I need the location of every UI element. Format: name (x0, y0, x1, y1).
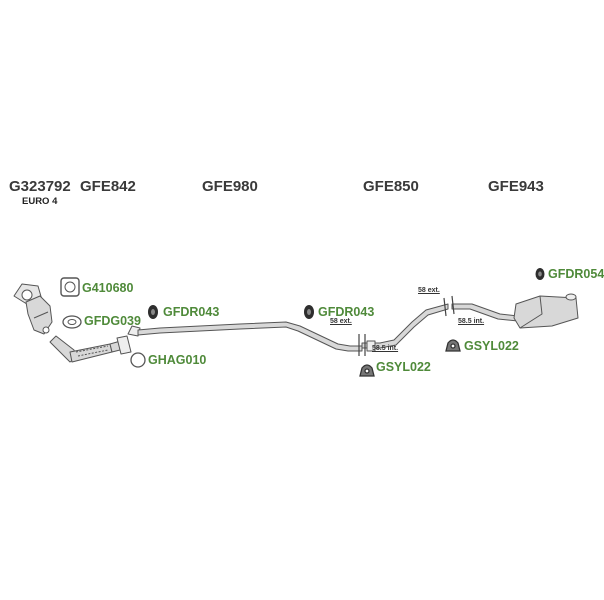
part-label-gfdr043-1[interactable]: GFDR043 (163, 305, 220, 319)
part-label-gsyl022-1[interactable]: GSYL022 (376, 360, 431, 374)
square-gasket-icon (60, 277, 80, 297)
euro-standard-label: EURO 4 (22, 196, 58, 207)
rear-silencer-part (451, 293, 579, 329)
ring-gasket-icon (62, 315, 82, 329)
dimension-label-1: 58 ext. (330, 318, 352, 325)
part-label-gfdr043-2[interactable]: GFDR043 (318, 305, 375, 319)
part-label-g410680[interactable]: G410680 (82, 281, 134, 295)
dimension-label-3: 58 ext. (418, 287, 440, 294)
part-label-gfdg039[interactable]: GFDG039 (84, 314, 141, 328)
part-label-ghag010[interactable]: GHAG010 (148, 353, 207, 367)
catalyst-part (13, 283, 53, 335)
centre-pipe-code: GFE850 (363, 178, 419, 195)
part-label-gfdr054[interactable]: GFDR054 (548, 267, 604, 281)
hanger-ring-icon (130, 352, 146, 368)
centre-pipe-part (361, 303, 449, 352)
clamp-icon-1 (359, 364, 375, 377)
front-pipe-code: GFE842 (80, 178, 136, 195)
dimension-label-4: 58.5 int. (458, 318, 485, 325)
middle-pipe-code: GFE980 (202, 178, 258, 195)
rubber-mount-icon-rear (535, 268, 545, 280)
rubber-mount-icon-1 (148, 305, 158, 319)
dimension-label-2: 58.5 int. (372, 345, 399, 352)
clamp-icon-2 (445, 339, 461, 352)
rear-silencer-code: GFE943 (488, 178, 544, 195)
middle-pipe-part (127, 321, 363, 352)
catalyst-code: G323792 (9, 178, 71, 195)
rubber-mount-icon-2 (304, 305, 314, 319)
front-pipe-part (49, 335, 132, 363)
part-label-gsyl022-2[interactable]: GSYL022 (464, 339, 519, 353)
